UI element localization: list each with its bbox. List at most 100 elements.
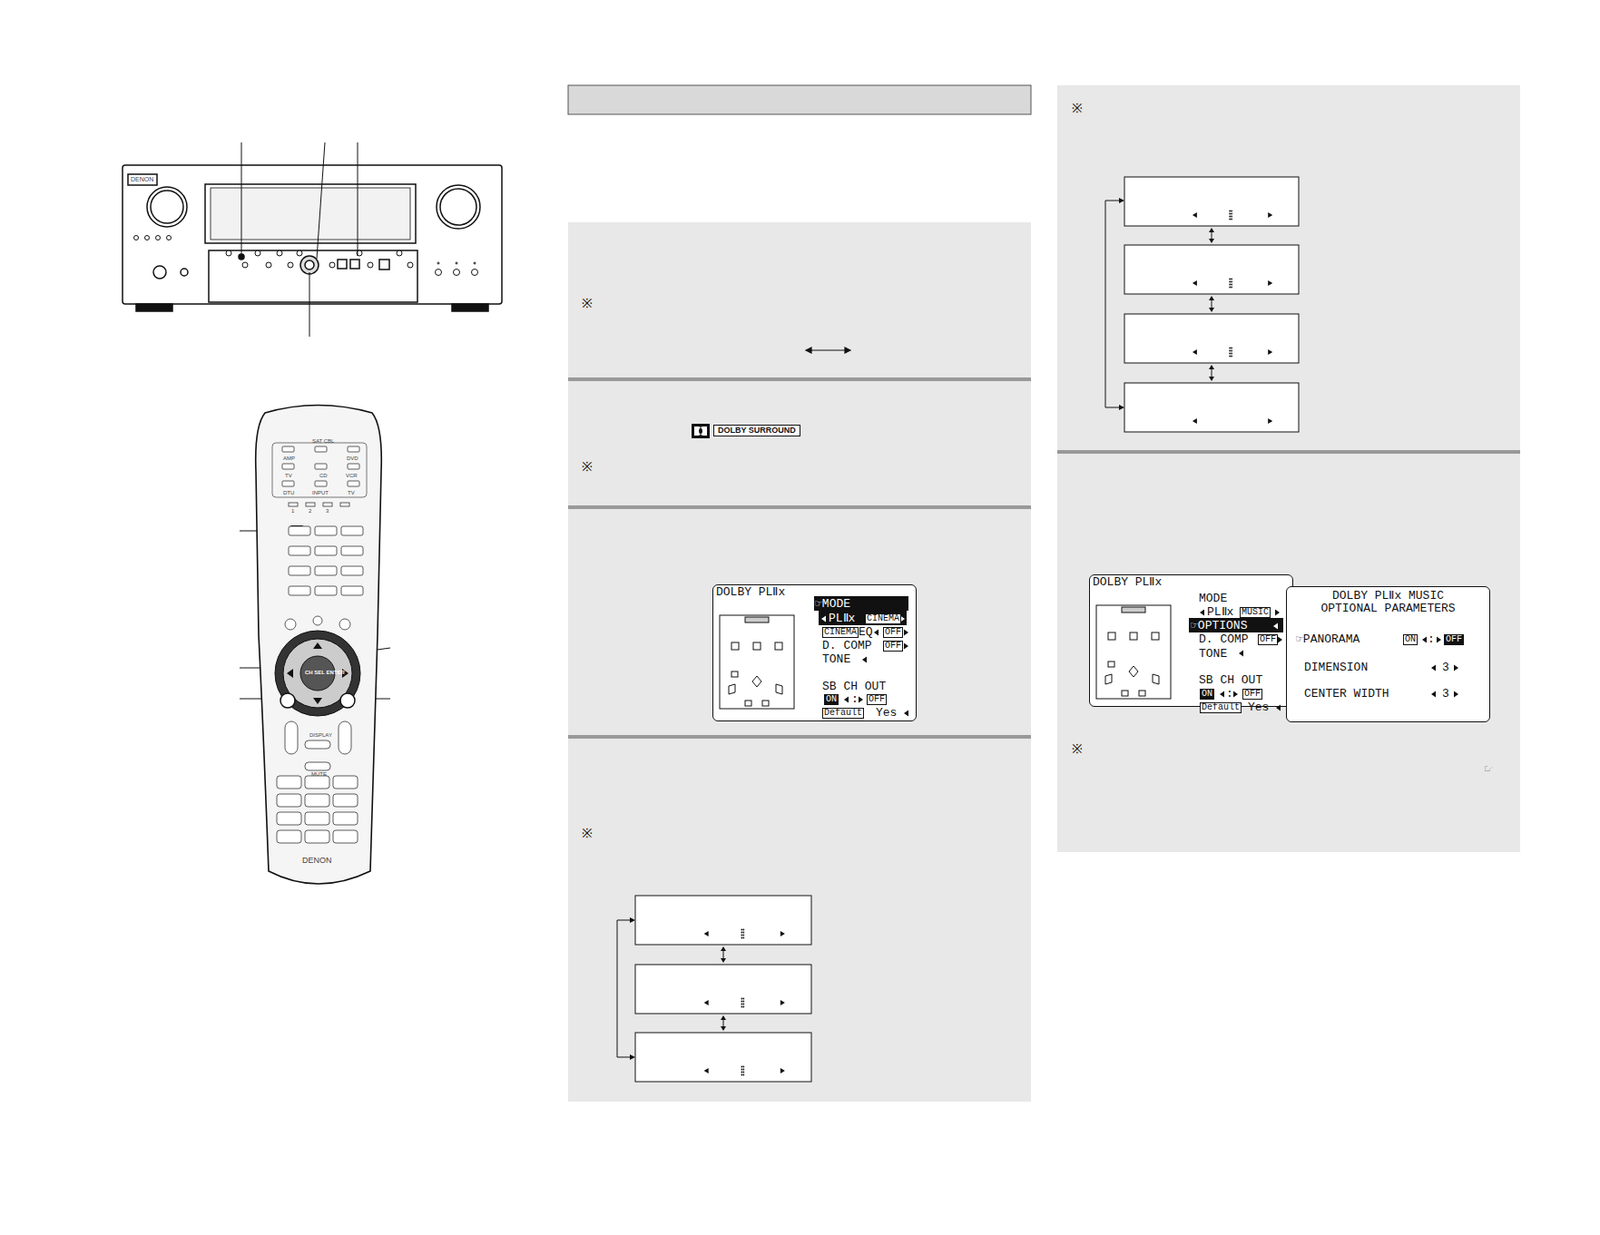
shape [437, 262, 440, 265]
arrow-glyph [704, 1068, 709, 1074]
screen-text: : [1226, 687, 1234, 700]
remote-control [255, 405, 383, 885]
shape [282, 446, 295, 452]
dot-glyph [742, 1074, 745, 1077]
shape [276, 830, 302, 844]
screen-text: PLⅡx [828, 612, 855, 625]
shape [288, 586, 311, 596]
display-box [1124, 176, 1299, 226]
display-box [1124, 245, 1299, 295]
step-panel [1057, 85, 1521, 853]
shape [145, 235, 150, 241]
arrow-glyph [1267, 280, 1273, 286]
button-label: INPUT [312, 490, 329, 496]
screen-text: ☞MODE [814, 598, 851, 610]
remote-buttons [276, 446, 364, 844]
tv-screen [745, 617, 769, 623]
shape [453, 269, 461, 276]
screen-text: : [1427, 633, 1435, 646]
shape [166, 235, 172, 241]
shape [304, 830, 330, 844]
button-label: DVD [346, 455, 359, 462]
screen-text: ON [1403, 634, 1418, 646]
speaker-icon [731, 642, 739, 650]
dot-glyph [1230, 353, 1233, 355]
separator [568, 505, 1031, 510]
button-label: CD [319, 472, 328, 479]
arrow-head [629, 917, 636, 1061]
arrow-glyph [1436, 637, 1442, 644]
shape [341, 566, 364, 576]
flow-arrow [723, 1019, 725, 1028]
separator [568, 377, 1031, 382]
button-label: TV [347, 490, 355, 496]
logo-text: DOLBY SURROUND [713, 424, 801, 437]
dolby-symbol [691, 423, 710, 439]
screen-text: Default [1199, 702, 1242, 714]
screen-text: D. COMP [1198, 633, 1249, 646]
header-bar [568, 85, 1031, 115]
arrow-glyph [1238, 650, 1244, 658]
screen-text: TONE [1198, 647, 1227, 660]
screen-text: CINEMA [864, 613, 902, 625]
dot-glyph [740, 1003, 743, 1006]
dot-glyph [740, 934, 743, 937]
button-label: DISPLAY [309, 732, 333, 738]
button-label: VCR [345, 472, 358, 479]
shape [314, 526, 337, 536]
dot-glyph [1230, 350, 1233, 353]
listener-icon [752, 676, 762, 688]
dot-glyph [1228, 213, 1231, 216]
dot-glyph [740, 932, 743, 934]
shape [134, 235, 139, 241]
shape [347, 480, 360, 487]
speaker-icon [1151, 632, 1159, 640]
arrow-glyph [1431, 691, 1436, 698]
shape [333, 830, 358, 844]
arrow-glyph [1192, 280, 1198, 286]
dot-glyph [1230, 278, 1233, 281]
shape [323, 502, 333, 507]
arrow-glyph [780, 931, 786, 937]
arrow-glyph [844, 696, 849, 704]
reference-mark: ☞ [1484, 763, 1493, 776]
arrow-head [1208, 227, 1215, 244]
arrow-glyph [1453, 665, 1459, 672]
shape [288, 566, 311, 576]
arrow-glyph [903, 643, 909, 650]
display-box [1124, 382, 1299, 432]
dot-glyph [740, 1071, 743, 1074]
dot-glyph [1228, 286, 1231, 289]
dot-glyph [1230, 284, 1233, 286]
arrow-glyph [1267, 212, 1273, 218]
screen-text: ON [824, 694, 839, 706]
note-mark: ※ [581, 461, 593, 474]
separator [568, 735, 1031, 739]
shape [282, 480, 295, 487]
shape [304, 740, 331, 749]
screen-text: ☞OPTIONS [1190, 619, 1247, 632]
flow-arrow [1211, 368, 1213, 378]
dot-glyph [1230, 347, 1233, 350]
speaker-icon [1152, 674, 1159, 685]
display-box [635, 964, 812, 1014]
screen-text: OFF [883, 627, 904, 639]
arrow-glyph [780, 1068, 786, 1074]
button-label: CH SEL ENTER [304, 669, 345, 676]
screen-text: ON [1199, 688, 1215, 700]
shape [367, 262, 374, 268]
shape [314, 586, 337, 596]
shape [435, 269, 442, 276]
shape [276, 794, 302, 807]
screen-text: OFF [883, 640, 904, 652]
popup-window: DOLBY PLⅡx MUSIC OPTIONAL PARAMETERS [1285, 586, 1491, 723]
arrow-glyph [1267, 349, 1273, 355]
arrow-glyph [1192, 349, 1198, 355]
shape [304, 775, 330, 789]
arrow-glyph [1267, 418, 1273, 424]
dot-glyph [1230, 286, 1233, 289]
highlight-bar [1188, 618, 1284, 633]
arrow-glyph [1276, 705, 1281, 712]
arrow-head [720, 1015, 727, 1031]
loop-arrow [617, 920, 632, 1058]
